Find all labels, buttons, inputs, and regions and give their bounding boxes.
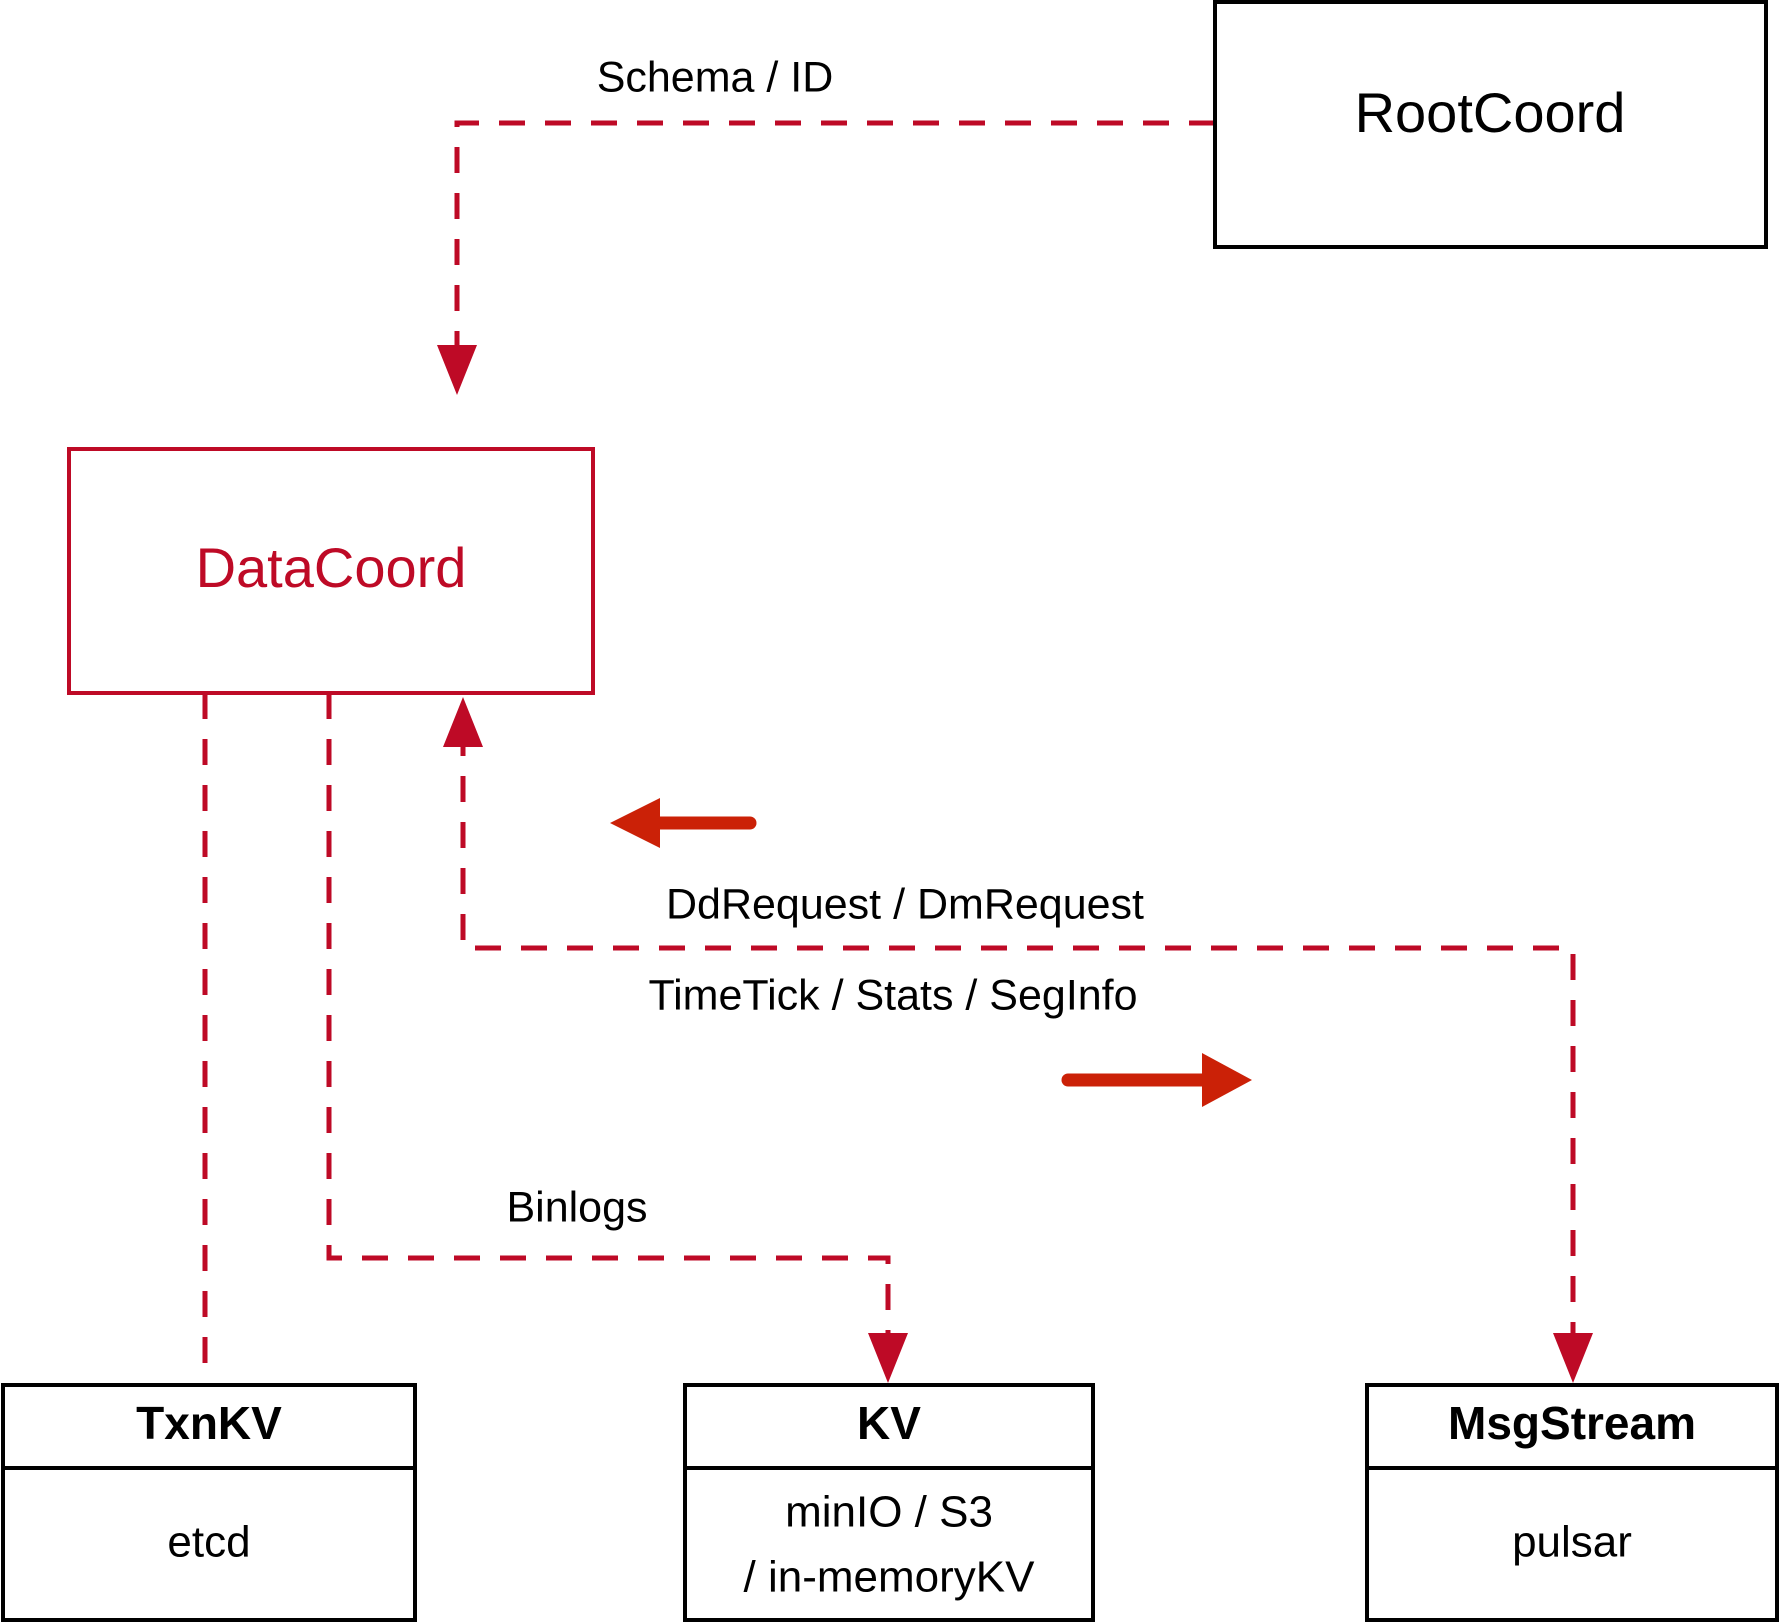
rootcoord-box[interactable] [1213, 0, 1768, 249]
direction-arrow-left-head [610, 798, 660, 848]
txnkv-box[interactable] [1, 1383, 417, 1622]
edge-binlogs [326, 693, 891, 1348]
arrowhead-binlogs [868, 1333, 908, 1383]
node-kv[interactable]: KV minIO / S3 / in-memoryKV [683, 1383, 1095, 1622]
rootcoord-label: RootCoord [1355, 81, 1626, 144]
txnkv-title: TxnKV [136, 1397, 282, 1449]
node-msgstream[interactable]: MsgStream pulsar [1365, 1383, 1779, 1622]
node-rootcoord[interactable]: RootCoord [1213, 0, 1768, 249]
edge-label-dd-dm-request: DdRequest / DmRequest [666, 880, 1144, 928]
kv-subtitle-line-2: / in-memoryKV [744, 1553, 1036, 1602]
txnkv-subtitle: etcd [167, 1518, 250, 1567]
direction-arrow-right-head [1202, 1053, 1252, 1107]
node-txnkv[interactable]: TxnKV etcd [1, 1383, 417, 1622]
msgstream-subtitle: pulsar [1512, 1518, 1632, 1567]
node-datacoord[interactable]: DataCoord [67, 447, 595, 695]
kv-subtitle-line-1: minIO / S3 [785, 1488, 993, 1537]
arrowhead-msgstream-inbound [1553, 1333, 1593, 1383]
kv-title: KV [857, 1397, 921, 1449]
kv-box[interactable] [683, 1383, 1095, 1622]
edge-label-schema-id: Schema / ID [597, 53, 834, 101]
edge-label-timetick-stats-seginfo: TimeTick / Stats / SegInfo [648, 971, 1137, 1019]
arrowhead-schema-id [437, 345, 477, 395]
msgstream-box[interactable] [1365, 1383, 1779, 1622]
edge-schema-id [454, 120, 1215, 360]
arrowhead-datacoord-inbound [443, 697, 483, 747]
edge-msgstream-datacoord [460, 730, 1576, 1348]
edge-label-binlogs: Binlogs [506, 1183, 647, 1231]
datacoord-label: DataCoord [196, 536, 467, 599]
msgstream-title: MsgStream [1448, 1397, 1696, 1449]
datacoord-box[interactable] [67, 447, 595, 695]
